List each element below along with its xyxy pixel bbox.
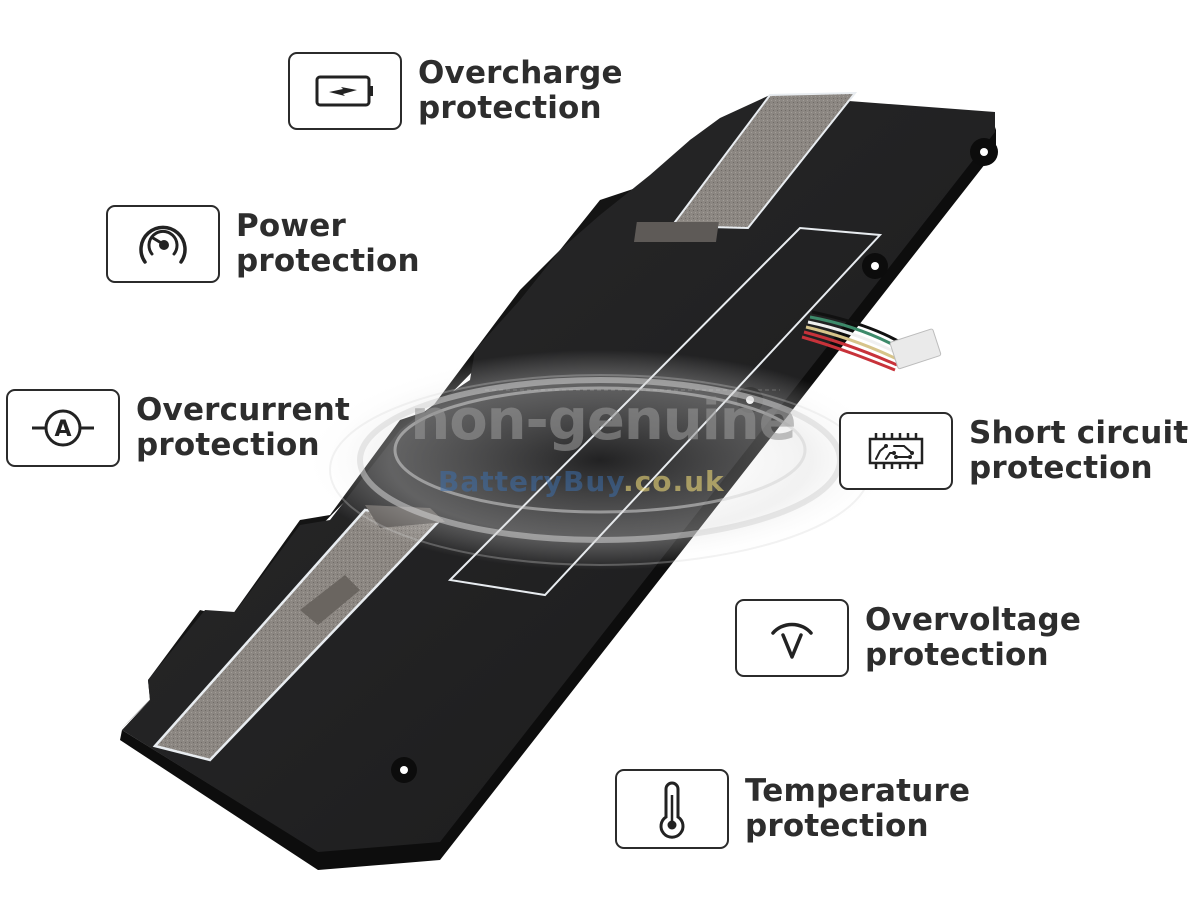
battery-edge	[120, 112, 996, 870]
watermark-tld: .co.uk	[623, 465, 725, 498]
gauge-icon	[139, 225, 187, 264]
feature-label: Temperature protection	[745, 773, 971, 844]
watermark-text: non-genuine	[410, 388, 796, 453]
feature-label: Short circuit protection	[969, 415, 1189, 486]
battery-label-outline	[447, 226, 883, 597]
feature-overvoltage: Overvoltage protection	[735, 599, 1081, 677]
foam-pad-mid	[300, 575, 360, 625]
feature-label: Overvoltage protection	[865, 602, 1082, 673]
icon-box	[839, 412, 953, 490]
thermometer-icon	[659, 781, 685, 839]
icon-box	[615, 769, 729, 849]
ammeter-icon: A	[32, 409, 94, 447]
icon-box: A	[6, 389, 120, 467]
connector-plug	[889, 328, 942, 370]
feature-overcurrent: A Overcurrent protection	[6, 389, 350, 467]
feature-label: Overcurrent protection	[136, 392, 351, 463]
icon-box	[735, 599, 849, 677]
feature-label: Overcharge protection	[418, 55, 623, 126]
circuit-chip-icon	[868, 433, 924, 469]
feature-power: Power protection	[106, 205, 420, 283]
icon-box	[288, 52, 402, 130]
battery-charge-icon	[315, 75, 373, 107]
feature-short-circuit: Short circuit protection	[839, 412, 1188, 490]
icon-box	[106, 205, 220, 283]
feature-temperature: Temperature protection	[615, 769, 970, 849]
svg-text:A: A	[54, 417, 71, 442]
watermark-brand: BatteryBuy	[438, 465, 624, 498]
voltage-icon	[771, 622, 813, 659]
feature-label: Power protection	[236, 208, 420, 279]
watermark-site: BatteryBuy.co.uk	[438, 466, 725, 498]
feature-overcharge: Overcharge protection	[288, 52, 623, 130]
foam-strip-upper	[670, 91, 858, 230]
foam-pad-upper	[633, 222, 719, 242]
